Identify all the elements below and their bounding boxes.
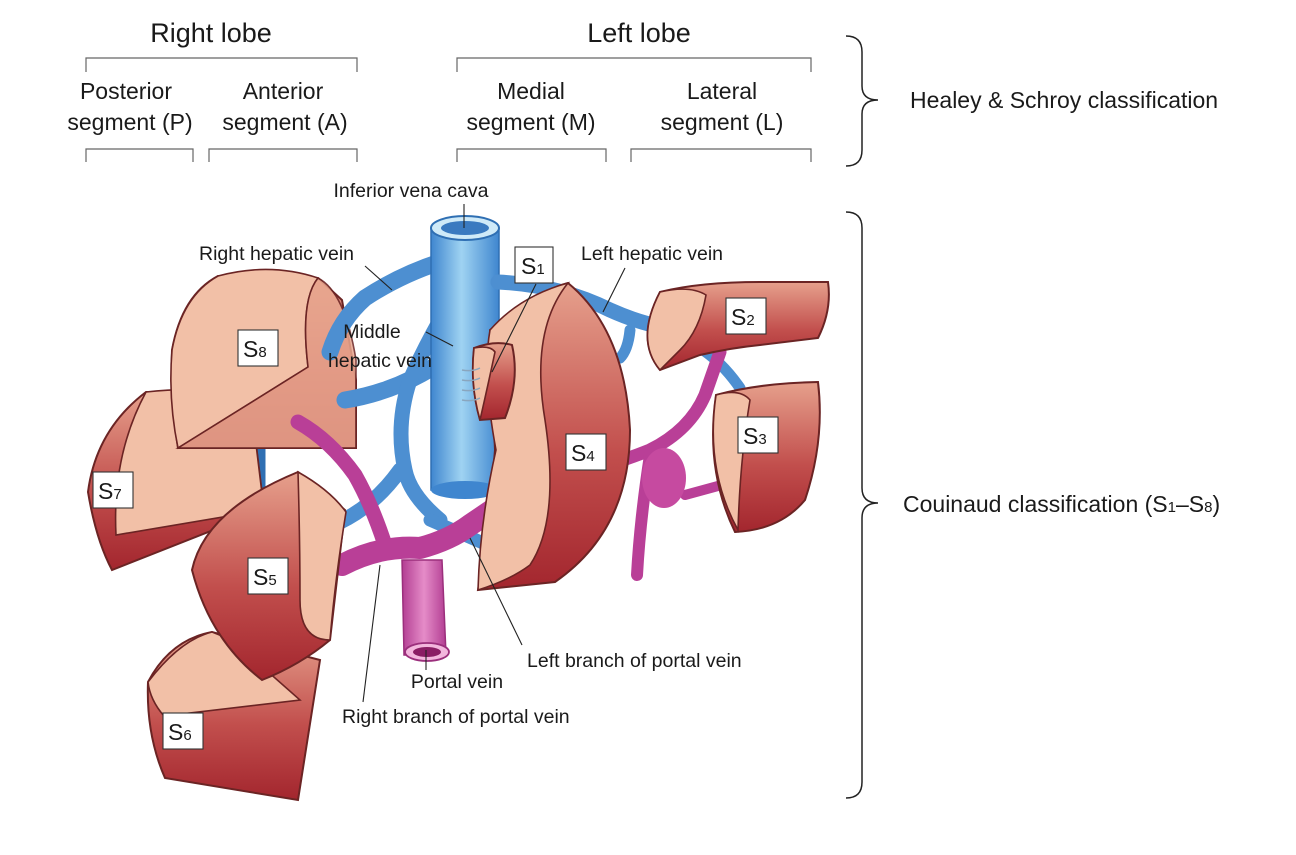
lateral-segment-label-1: Lateral	[687, 78, 757, 104]
svg-text:S6: S6	[168, 719, 192, 745]
left-hepatic-leader	[602, 267, 626, 313]
middle-hepatic-leader	[425, 331, 454, 347]
posterior-segment-label-2: segment (P)	[67, 109, 192, 135]
right-hepatic-vein	[321, 253, 449, 409]
segment-s1	[461, 342, 516, 422]
leader-lines	[362, 204, 626, 703]
left-hepatic-vein-label: Left hepatic vein	[581, 243, 723, 265]
left-portal-leader	[469, 537, 523, 646]
anterior-segment-label-1: Anterior	[243, 78, 324, 104]
medial-bracket	[456, 148, 607, 162]
segment-s4	[476, 281, 632, 592]
svg-text:S5: S5	[253, 564, 277, 590]
portal-vein-label: Portal vein	[411, 671, 503, 693]
posterior-bracket	[85, 148, 194, 162]
svg-text:S2: S2	[731, 304, 755, 330]
posterior-segment-label-1: Posterior	[80, 78, 172, 104]
middle-hepatic-vein-label-1: Middle	[343, 321, 400, 343]
right-hepatic-vein-label: Right hepatic vein	[199, 243, 354, 265]
right-lobe-bracket	[85, 57, 358, 72]
segment-s3	[712, 380, 821, 534]
healey-brace	[845, 35, 879, 167]
svg-text:S1: S1	[521, 253, 545, 279]
healey-schroy-label: Healey & Schroy classification	[910, 87, 1218, 113]
medial-segment-label-2: segment (M)	[466, 109, 595, 135]
label-s5: S5	[247, 557, 289, 595]
svg-text:S7: S7	[98, 478, 122, 504]
label-s2: S2	[725, 297, 767, 335]
svg-text:S4: S4	[571, 440, 595, 466]
medial-segment-label-1: Medial	[497, 78, 565, 104]
ivc-label: Inferior vena cava	[333, 180, 488, 202]
couinaud-label: Couinaud classification (S1–S8)	[903, 491, 1220, 517]
right-branch-portal-label: Right branch of portal vein	[342, 706, 570, 728]
couinaud-brace	[845, 211, 879, 799]
label-s7: S7	[92, 471, 134, 509]
right-lobe-label: Right lobe	[150, 18, 272, 48]
left-branch-portal-label: Left branch of portal vein	[527, 650, 742, 672]
anterior-segment-label-2: segment (A)	[222, 109, 347, 135]
label-s8: S8	[237, 329, 279, 367]
label-s4: S4	[565, 433, 607, 471]
s1-leader	[491, 283, 537, 373]
middle-hepatic-vein-label-2: hepatic vein	[328, 350, 432, 372]
label-s1: S1	[514, 246, 554, 284]
svg-text:S8: S8	[243, 336, 267, 362]
left-lobe-label: Left lobe	[587, 18, 691, 48]
portal-vein-system	[290, 345, 727, 662]
label-s6: S6	[162, 712, 204, 750]
lateral-bracket	[630, 148, 812, 162]
vessel-labels: Inferior vena cava Right hepatic vein Le…	[199, 180, 742, 728]
lateral-segment-label-2: segment (L)	[661, 109, 784, 135]
segment-labels: S1 S2 S3 S4 S5 S6 S7 S8	[92, 246, 779, 750]
anterior-bracket	[208, 148, 358, 162]
right-portal-leader	[362, 564, 381, 703]
right-hepatic-leader	[364, 265, 393, 291]
header-labels: Right lobe Left lobe Posterior segment (…	[67, 18, 812, 162]
label-s3: S3	[737, 416, 779, 454]
left-lobe-bracket	[456, 57, 812, 72]
svg-text:S3: S3	[743, 423, 767, 449]
